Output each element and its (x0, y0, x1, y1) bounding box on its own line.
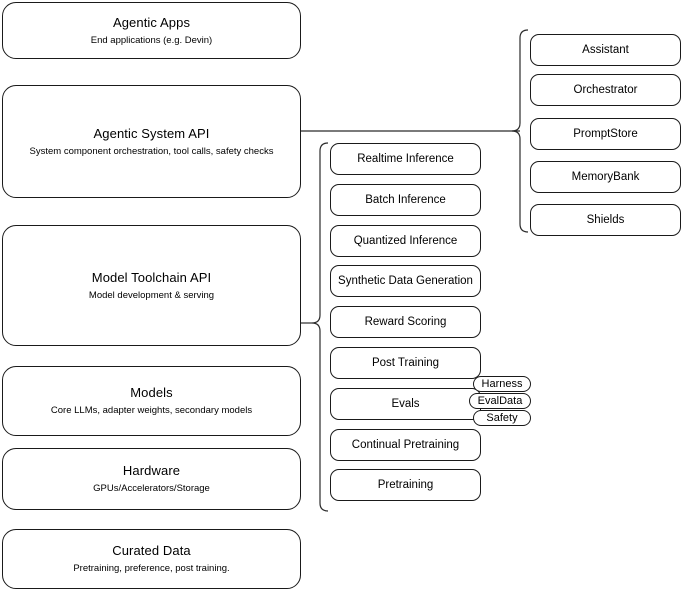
layer-title: Models (130, 385, 173, 400)
layer-subtitle: Model development & serving (88, 289, 215, 301)
layer-title: Agentic Apps (112, 14, 191, 30)
layer-title: Model Toolchain API (91, 269, 212, 285)
layer-subtitle: End applications (e.g. Devin) (90, 34, 213, 46)
system-component-shields[interactable]: Shields (530, 204, 681, 236)
chip-label: Reward Scoring (364, 315, 447, 328)
eval-pill-evaldata[interactable]: EvalData (469, 393, 531, 409)
toolchain-component-quantized-inference[interactable]: Quantized Inference (330, 225, 481, 257)
chip-label: Batch Inference (365, 193, 446, 206)
pill-label: Harness (481, 378, 523, 390)
chip-label: Synthetic Data Generation (338, 274, 473, 287)
chip-label: MemoryBank (571, 170, 640, 183)
layer-subtitle: System component orchestration, tool cal… (29, 145, 274, 157)
pill-label: Safety (486, 412, 518, 424)
chip-label: Quantized Inference (353, 234, 458, 247)
toolchain-component-evals[interactable]: Evals (330, 388, 481, 420)
layer-hardware[interactable]: Hardware GPUs/Accelerators/Storage (2, 448, 301, 510)
pill-label: EvalData (477, 395, 523, 407)
chip-label: Shields (586, 213, 625, 226)
layer-models[interactable]: Models Core LLMs, adapter weights, secon… (2, 366, 301, 436)
chip-label: Continual Pretraining (351, 438, 460, 451)
toolchain-component-pretraining[interactable]: Pretraining (330, 469, 481, 501)
toolchain-component-realtime-inference[interactable]: Realtime Inference (330, 143, 481, 175)
toolchain-component-batch-inference[interactable]: Batch Inference (330, 184, 481, 216)
chip-label: Orchestrator (573, 83, 638, 96)
layer-curated-data[interactable]: Curated Data Pretraining, preference, po… (2, 529, 301, 589)
toolchain-component-synthetic-data-generation[interactable]: Synthetic Data Generation (330, 265, 481, 297)
system-component-memorybank[interactable]: MemoryBank (530, 161, 681, 193)
eval-pill-safety[interactable]: Safety (473, 410, 531, 426)
layer-title: Curated Data (112, 543, 191, 558)
toolchain-component-continual-pretraining[interactable]: Continual Pretraining (330, 429, 481, 461)
chip-label: Assistant (582, 43, 629, 56)
layer-agentic-apps[interactable]: Agentic Apps End applications (e.g. Devi… (2, 2, 301, 59)
toolchain-component-reward-scoring[interactable]: Reward Scoring (330, 306, 481, 338)
chip-label: Pretraining (377, 478, 434, 491)
chip-label: PromptStore (573, 127, 638, 140)
chip-label: Realtime Inference (357, 152, 454, 165)
brace-system-components (511, 29, 529, 233)
layer-title: Agentic System API (93, 125, 210, 141)
layer-model-toolchain-api[interactable]: Model Toolchain API Model development & … (2, 225, 301, 346)
layer-agentic-system-api[interactable]: Agentic System API System component orch… (2, 85, 301, 198)
layer-title: Hardware (122, 463, 181, 478)
system-component-assistant[interactable]: Assistant (530, 34, 681, 66)
toolchain-component-post-training[interactable]: Post Training (330, 347, 481, 379)
system-component-orchestrator[interactable]: Orchestrator (530, 74, 681, 106)
layer-subtitle: Pretraining, preference, post training. (73, 563, 230, 574)
eval-pill-harness[interactable]: Harness (473, 376, 531, 392)
chip-label: Evals (391, 397, 420, 410)
layer-subtitle: GPUs/Accelerators/Storage (93, 483, 210, 494)
chip-label: Post Training (371, 356, 440, 369)
brace-toolchain-components (311, 142, 329, 512)
system-component-promptstore[interactable]: PromptStore (530, 118, 681, 150)
layer-subtitle: Core LLMs, adapter weights, secondary mo… (50, 405, 253, 416)
